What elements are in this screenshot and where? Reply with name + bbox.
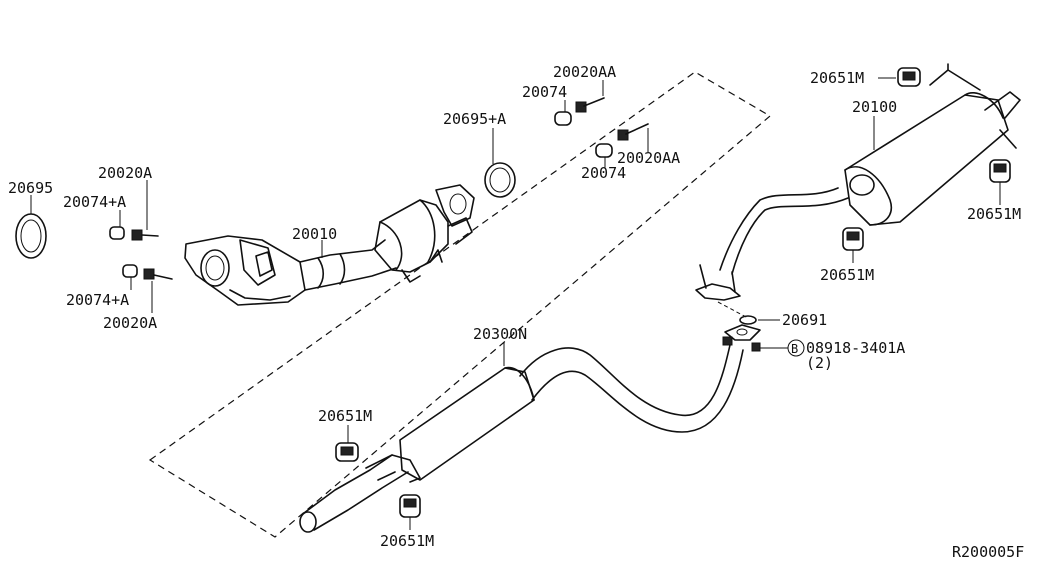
gasket-20691 — [739, 315, 757, 325]
nut-20074-lower — [595, 143, 613, 158]
catalytic-converter-20010 — [184, 184, 475, 306]
label-20020A-upper: 20020A — [98, 164, 152, 182]
flange-connector — [695, 264, 749, 319]
label-08918-3401A: 08918-3401A — [806, 339, 905, 357]
bolt-mark-circle — [787, 339, 805, 357]
label-20651M-front: 20651M — [318, 407, 372, 425]
label-20074A-lower: 20074+A — [66, 291, 129, 309]
rubber-mount-20651M-right — [989, 159, 1011, 183]
label-20074-upper: 20074 — [522, 83, 567, 101]
label-08918-qty: (2) — [806, 354, 833, 372]
stud-20020A-lower — [143, 268, 173, 280]
label-20300N: 20300N — [473, 325, 527, 343]
label-20651M-middle: 20651M — [820, 266, 874, 284]
label-20100: 20100 — [852, 98, 897, 116]
rubber-mount-20651M-middle — [842, 227, 864, 251]
gasket-20695 — [15, 213, 47, 259]
center-muffler-20300N — [299, 344, 744, 533]
stud-20020AA-upper — [575, 97, 605, 113]
label-20010: 20010 — [292, 225, 337, 243]
stud-20020A-upper — [131, 229, 159, 241]
label-20020AA-lower: 20020AA — [617, 149, 680, 167]
label-20691: 20691 — [782, 311, 827, 329]
rubber-mount-20651M-top — [897, 67, 921, 87]
nut-20074A-upper — [109, 226, 125, 240]
diagram-code: R200005F — [952, 543, 1024, 561]
rear-muffler-20100 — [719, 63, 1021, 275]
label-20695: 20695 — [8, 179, 53, 197]
label-20651M-right: 20651M — [967, 205, 1021, 223]
flange-bolt-08918 — [722, 324, 761, 352]
label-20651M-top: 20651M — [810, 69, 864, 87]
label-20651M-bottom: 20651M — [380, 532, 434, 550]
label-20074A-upper: 20074+A — [63, 193, 126, 211]
label-20020AA-upper: 20020AA — [553, 63, 616, 81]
label-20074-lower: 20074 — [581, 164, 626, 182]
front-section-dashed-outline — [148, 71, 772, 538]
rubber-mount-20651M-front — [335, 442, 359, 462]
label-bolt-mark: B — [791, 342, 798, 356]
label-20020A-lower: 20020A — [103, 314, 157, 332]
gasket-20695A — [484, 162, 516, 198]
rubber-mount-20651M-bottom — [399, 494, 421, 518]
stud-20020AA-lower — [617, 123, 649, 141]
label-20695A: 20695+A — [443, 110, 506, 128]
nut-20074-upper — [554, 111, 572, 126]
nut-20074A-lower — [122, 264, 138, 278]
